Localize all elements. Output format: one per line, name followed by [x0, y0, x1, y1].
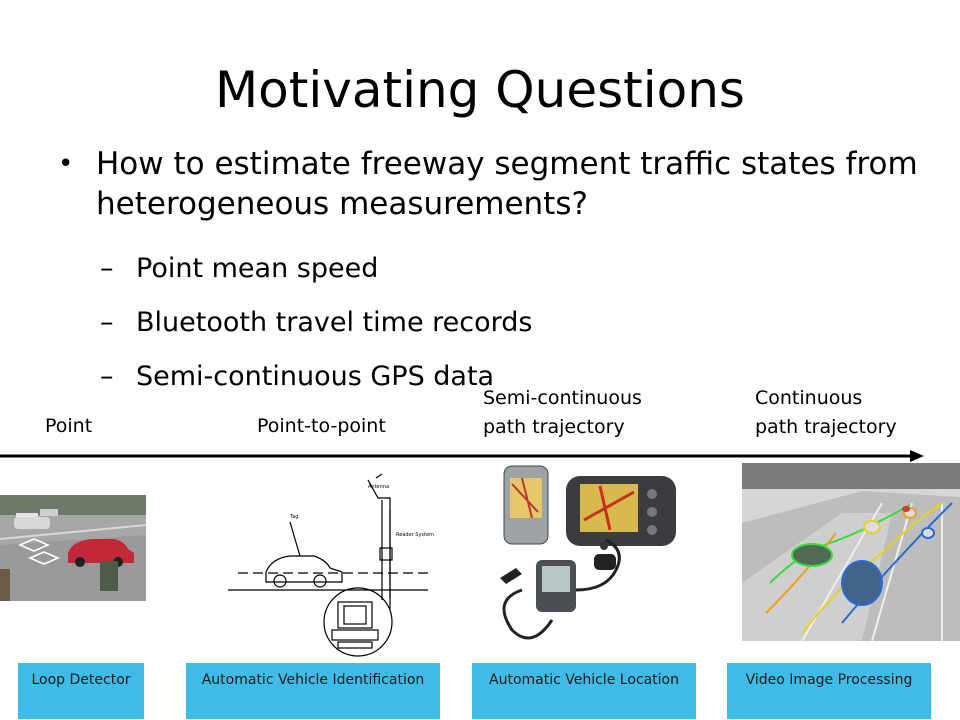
gps-devices-photo	[482, 460, 682, 650]
measurement-axis-arrow	[0, 450, 924, 462]
stage-semi-continuous-label: Semi-continuous path trajectory	[483, 387, 642, 438]
loop-detector-photo	[0, 495, 146, 601]
stage-point-label: Point	[45, 415, 93, 437]
avi-diagram: Antenna Tag Reader System	[228, 470, 448, 660]
sub-bullet-2: –Bluetooth travel time records	[100, 307, 533, 338]
main-bullet-text: How to estimate freeway segment traffic …	[96, 146, 918, 222]
loop-detector-label-box: Loop Detector	[18, 663, 144, 719]
sub-bullet-1: –Point mean speed	[100, 253, 379, 284]
video-processing-photo	[742, 463, 960, 641]
avl-label-box: Automatic Vehicle Location	[472, 663, 696, 719]
reader-system-label: Reader System	[396, 532, 434, 538]
tag-label: Tag	[289, 514, 298, 520]
stage-continuous-label: Continuous path trajectory	[755, 387, 897, 438]
slide-title: Motivating Questions	[215, 61, 745, 119]
bullet-dot-icon: •	[58, 149, 74, 179]
stage-point-to-point-label: Point-to-point	[257, 415, 386, 437]
antenna-label: Antenna	[368, 484, 389, 490]
video-processing-label-box: Video Image Processing	[727, 663, 931, 719]
avi-label-box: Automatic Vehicle Identification	[186, 663, 440, 719]
main-bullet: • How to estimate freeway segment traffi…	[58, 144, 918, 224]
sub-bullet-3: –Semi-continuous GPS data	[100, 361, 495, 392]
